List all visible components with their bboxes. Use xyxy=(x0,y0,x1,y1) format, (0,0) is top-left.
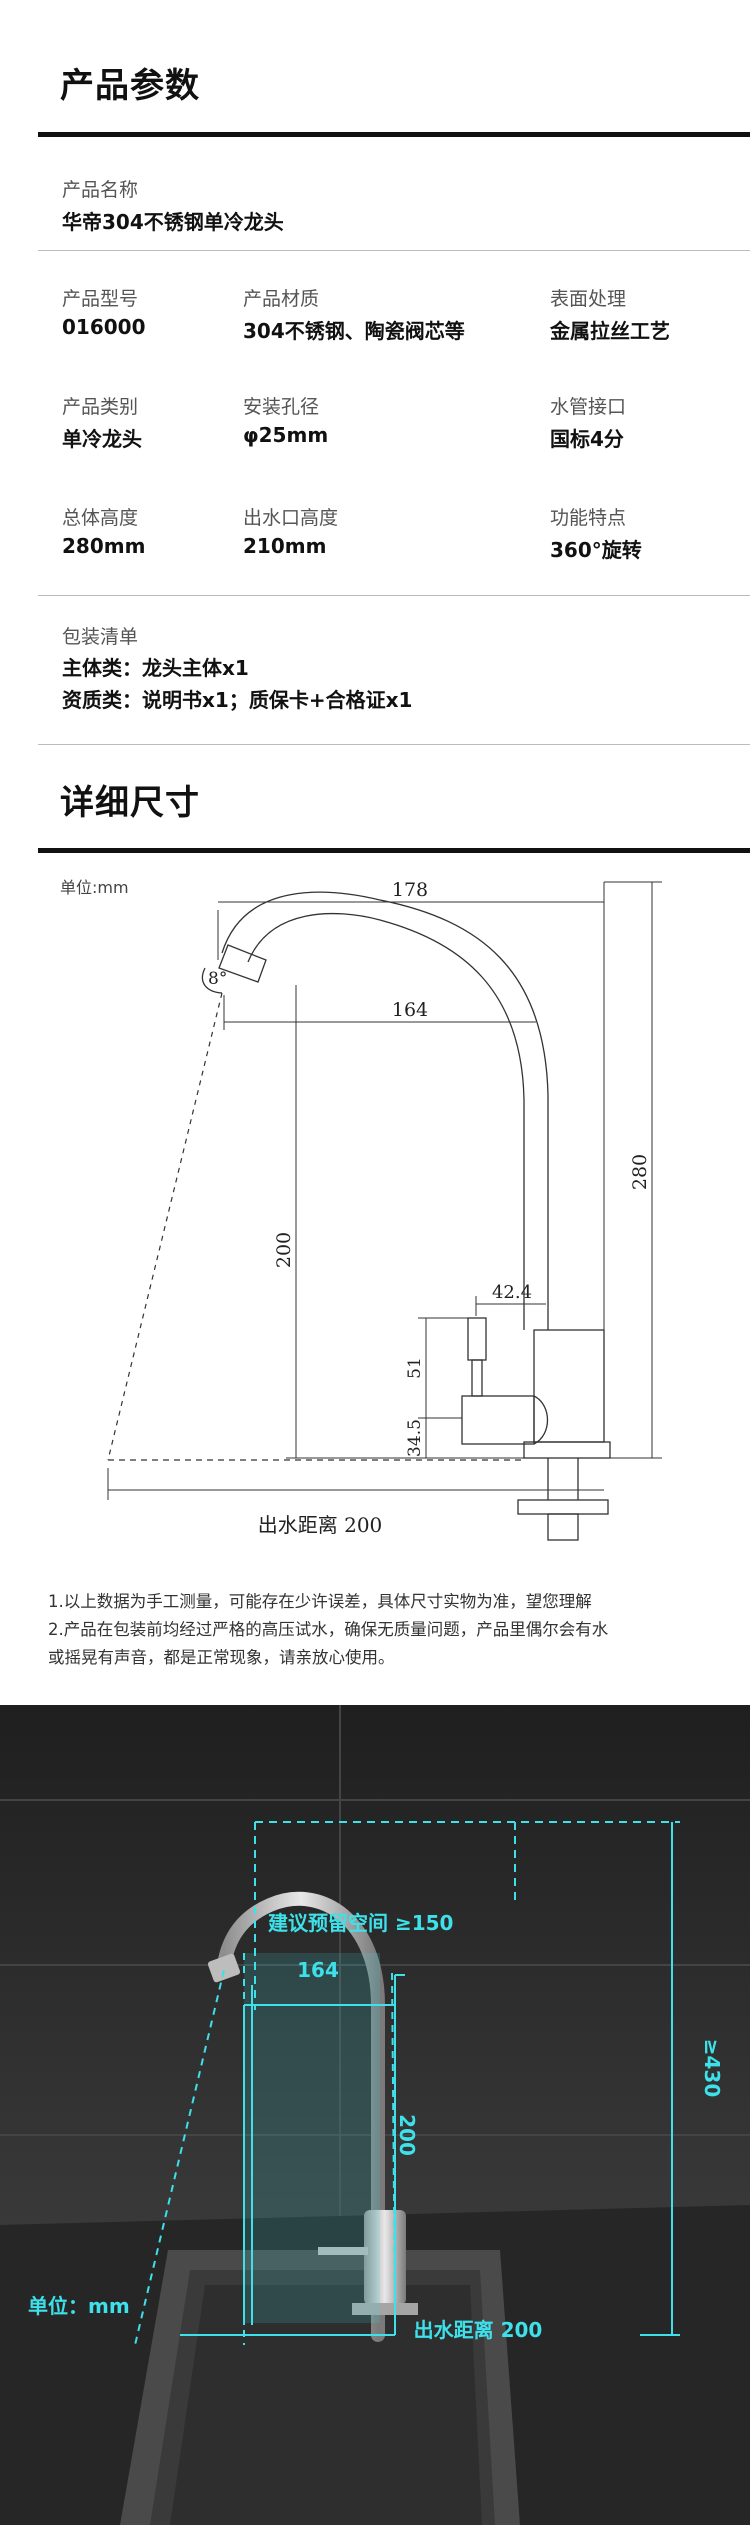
note-line-3: 或摇晃有声音，都是正常现象，请亲放心使用。 xyxy=(48,1648,395,1667)
photo-unit: 单位：mm xyxy=(28,2294,130,2318)
param-value: 304不锈钢、陶瓷阀芯等 xyxy=(243,319,465,343)
dims-title-bar xyxy=(38,848,750,853)
faucet-spout xyxy=(217,1891,385,2342)
installation-photo: 建议预留空间 ≥150 ≥430 164 200 单位：mm 出水距离 200 xyxy=(0,1705,750,2525)
dim-42-4: 42.4 xyxy=(492,1282,532,1303)
faucet-dimension-drawing: 178 164 280 200 42.4 51 34.5 8° 出水距离 200 xyxy=(107,879,662,1541)
faucet-body xyxy=(533,1329,605,1443)
angle-label: 8° xyxy=(208,969,227,989)
dims-title: 详细尺寸 xyxy=(60,783,200,823)
param-name-value: 华帝304不锈钢单冷龙头 xyxy=(62,210,284,234)
dim-178: 178 xyxy=(392,879,428,901)
param-value: 国标4分 xyxy=(550,427,624,451)
package-line-1: 主体类：龙头主体x1 xyxy=(62,656,249,680)
faucet-handle xyxy=(318,2247,368,2255)
water-flow-line xyxy=(107,992,223,1461)
dim-200: 200 xyxy=(273,1232,295,1268)
mount-plate xyxy=(517,1499,609,1515)
handle-joint xyxy=(533,1395,548,1445)
dim-34-5: 34.5 xyxy=(405,1419,425,1457)
photo-dim-200: 200 xyxy=(395,2114,419,2156)
handle-knob xyxy=(461,1395,535,1445)
dim-51: 51 xyxy=(405,1357,425,1379)
handle-arm xyxy=(471,1359,483,1397)
param-name-label: 产品名称 xyxy=(62,179,139,201)
photo-height: ≥430 xyxy=(700,2039,724,2098)
param-value: 016000 xyxy=(62,315,146,339)
param-value: 单冷龙头 xyxy=(62,427,142,451)
param-value: 金属拉丝工艺 xyxy=(550,319,670,343)
divider xyxy=(38,744,750,745)
divider xyxy=(38,595,750,596)
photo-dim-164: 164 xyxy=(297,1958,339,1982)
param-value: φ25mm xyxy=(243,423,329,447)
mount-shank xyxy=(547,1513,579,1541)
spray-zone xyxy=(244,1953,380,2323)
spout-outer xyxy=(221,891,549,1330)
param-value: 360°旋转 xyxy=(550,538,642,562)
note-line-1: 1.以上数据为手工测量，可能存在少许误差，具体尺寸实物为准，望您理解 xyxy=(48,1592,592,1611)
param-label: 安装孔径 xyxy=(243,396,320,418)
params-title-bar xyxy=(38,132,750,137)
note-line-2: 2.产品在包装前均经过严格的高压试水，确保无质量问题，产品里偶尔会有水 xyxy=(48,1620,609,1639)
spout-inner xyxy=(247,912,525,1330)
params-title: 产品参数 xyxy=(60,66,200,106)
angle-arc xyxy=(201,967,223,994)
faucet-base xyxy=(523,1441,611,1459)
outlet-distance: 出水距离 200 xyxy=(258,1513,383,1537)
param-label: 水管接口 xyxy=(550,396,627,418)
param-label: 表面处理 xyxy=(550,288,627,310)
photo-reserve: 建议预留空间 ≥150 xyxy=(268,1911,453,1935)
param-label: 总体高度 xyxy=(62,507,139,529)
param-value: 280mm xyxy=(62,534,146,558)
param-label: 产品类别 xyxy=(62,396,139,418)
unit-label: 单位:mm xyxy=(60,878,129,897)
package-label: 包装清单 xyxy=(62,626,139,648)
handle-grip xyxy=(467,1317,487,1361)
photo-outlet: 出水距离 200 xyxy=(414,2318,543,2342)
param-label: 产品型号 xyxy=(62,288,139,310)
param-label: 出水口高度 xyxy=(243,507,339,529)
param-label: 产品材质 xyxy=(243,288,320,310)
divider xyxy=(38,250,750,251)
dim-164: 164 xyxy=(392,999,428,1021)
faucet-aerator xyxy=(207,1953,241,1983)
package-line-2: 资质类：说明书x1；质保卡+合格证x1 xyxy=(62,688,413,712)
param-label: 功能特点 xyxy=(550,507,627,529)
aerator xyxy=(218,944,267,983)
param-value: 210mm xyxy=(243,534,327,558)
dim-280: 280 xyxy=(629,1154,651,1190)
